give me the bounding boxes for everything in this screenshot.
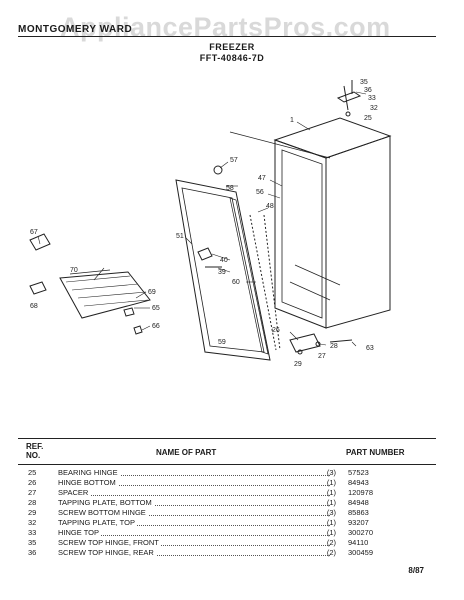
row-part-number: 93207 xyxy=(348,518,369,527)
callout-57: 57 xyxy=(230,157,238,164)
row-leader-dots xyxy=(58,545,330,546)
row-leader-dots xyxy=(58,535,330,536)
callout-25: 25 xyxy=(364,115,372,122)
row-name: SCREW TOP HINGE, REAR xyxy=(58,548,156,557)
row-ref: 27 xyxy=(28,488,37,497)
row-name: TAPPING PLATE, TOP xyxy=(58,518,137,527)
table-row: 29 SCREW BOTTOM HINGE (3) 85863 xyxy=(18,508,438,518)
top-hinge-drawing xyxy=(336,80,362,117)
row-leader-dots xyxy=(58,505,330,506)
row-ref: 32 xyxy=(28,518,37,527)
row-qty: (2) xyxy=(326,548,336,557)
callout-70: 70 xyxy=(70,267,78,274)
callout-26: 26 xyxy=(272,327,280,334)
callout-39: 39 xyxy=(218,269,226,276)
callout-68: 68 xyxy=(30,303,38,310)
table-row: 33 HINGE TOP (1) 300270 xyxy=(18,528,438,538)
row-qty: (1) xyxy=(326,518,336,527)
callout-28: 28 xyxy=(330,343,338,350)
row-name: SCREW BOTTOM HINGE xyxy=(58,508,148,517)
row-leader-dots xyxy=(58,495,330,496)
callout-63: 63 xyxy=(366,345,374,352)
table-row: 27 SPACER (1) 120978 xyxy=(18,488,438,498)
door-drawing xyxy=(175,165,281,361)
callout-58: 58 xyxy=(226,185,234,192)
row-part-number: 120978 xyxy=(348,488,374,497)
row-part-number: 57523 xyxy=(348,468,369,477)
table-row: 32 TAPPING PLATE, TOP (1) 93207 xyxy=(18,518,438,528)
row-ref: 35 xyxy=(28,538,37,547)
row-leader-dots xyxy=(58,475,330,476)
callout-59: 59 xyxy=(218,339,226,346)
row-part-number: 85863 xyxy=(348,508,369,517)
row-qty: (1) xyxy=(326,478,336,487)
row-name: SPACER xyxy=(58,488,91,497)
row-ref: 36 xyxy=(28,548,37,557)
row-leader-dots xyxy=(58,485,330,486)
callout-1: 1 xyxy=(290,117,294,124)
row-ref: 25 xyxy=(28,468,37,477)
row-qty: (1) xyxy=(326,528,336,537)
row-qty: (1) xyxy=(326,488,336,497)
callout-47: 47 xyxy=(258,175,266,182)
cabinet-drawing xyxy=(229,117,392,329)
row-name: SCREW TOP HINGE, FRONT xyxy=(58,538,161,547)
header-rule xyxy=(18,36,436,37)
callout-48: 48 xyxy=(266,203,274,210)
row-qty: (3) xyxy=(326,508,336,517)
row-name: HINGE BOTTOM xyxy=(58,478,118,487)
callout-65: 65 xyxy=(152,305,160,312)
row-qty: (2) xyxy=(326,538,336,547)
site-watermark: AppliancePartsPros.com xyxy=(60,12,391,42)
row-qty: (3) xyxy=(326,468,336,477)
row-part-number: 84943 xyxy=(348,478,369,487)
row-name: TAPPING PLATE, BOTTOM xyxy=(58,498,154,507)
revision-date: 8/87 xyxy=(408,566,424,575)
row-leader-dots xyxy=(58,555,330,556)
row-part-number: 94110 xyxy=(348,538,369,547)
row-name: BEARING HINGE xyxy=(58,468,120,477)
callout-51: 51 xyxy=(176,233,184,240)
exploded-parts-diagram: 1 35 36 33 32 25 57 47 56 58 48 51 40 39… xyxy=(29,79,392,368)
model-number: FFT-40846-7D xyxy=(199,53,265,63)
callout-27: 27 xyxy=(318,353,326,360)
row-leader-dots xyxy=(58,525,330,526)
callout-29: 29 xyxy=(294,361,302,368)
callout-40: 40 xyxy=(220,257,228,264)
callout-32: 32 xyxy=(370,105,378,112)
callout-60: 60 xyxy=(232,279,240,286)
table-row: 28 TAPPING PLATE, BOTTOM (1) 84948 xyxy=(18,498,438,508)
callout-35: 35 xyxy=(360,79,368,86)
row-part-number: 300459 xyxy=(348,548,374,557)
table-row: 35 SCREW TOP HINGE, FRONT (2) 94110 xyxy=(18,538,438,548)
brand-name: MONTGOMERY WARD xyxy=(18,24,133,35)
table-top-rule xyxy=(18,438,436,439)
column-header-name: NAME OF PART xyxy=(156,448,217,457)
column-header-ref: REF. NO. xyxy=(26,442,44,460)
callout-33: 33 xyxy=(368,95,376,102)
row-ref: 26 xyxy=(28,478,37,487)
table-row: 36 SCREW TOP HINGE, REAR (2) 300459 xyxy=(18,548,438,558)
callout-56: 56 xyxy=(256,189,264,196)
callout-66: 66 xyxy=(152,323,160,330)
row-ref: 28 xyxy=(28,498,37,507)
bottom-hinge-drawing xyxy=(289,333,353,355)
row-part-number: 84948 xyxy=(348,498,369,507)
table-row: 25 BEARING HINGE (3) 57523 xyxy=(18,468,438,478)
table-row: 26 HINGE BOTTOM (1) 84943 xyxy=(18,478,438,488)
table-header-rule xyxy=(18,464,436,465)
row-ref: 33 xyxy=(28,528,37,537)
column-header-part-number: PART NUMBER xyxy=(346,448,405,457)
callout-36: 36 xyxy=(364,87,372,94)
row-name: HINGE TOP xyxy=(58,528,101,537)
row-ref: 29 xyxy=(28,508,37,517)
row-qty: (1) xyxy=(326,498,336,507)
row-leader-dots xyxy=(58,515,330,516)
door-shelf-drawing xyxy=(29,233,151,335)
row-part-number: 300270 xyxy=(348,528,374,537)
callout-69: 69 xyxy=(148,289,156,296)
appliance-title: FREEZER xyxy=(209,42,255,52)
callout-67: 67 xyxy=(30,229,38,236)
